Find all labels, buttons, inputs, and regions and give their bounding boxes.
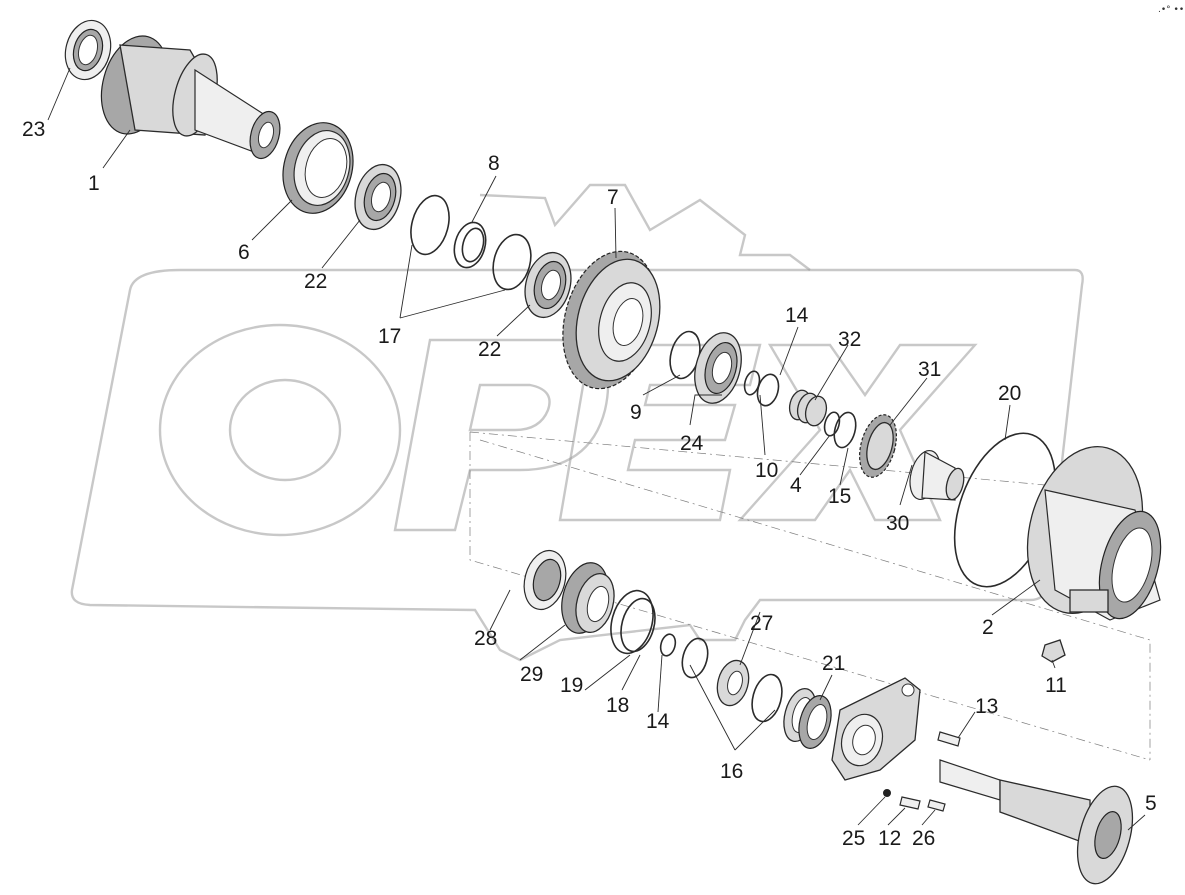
- label-12: 12: [878, 827, 901, 850]
- label-11: 11: [1045, 674, 1067, 697]
- part-13-bolt: [937, 731, 961, 747]
- label-27: 27: [750, 612, 773, 635]
- part-5-output-shaft: [939, 759, 1134, 885]
- label-21: 21: [822, 652, 845, 675]
- part-27-bearing: [716, 659, 750, 707]
- label-23: 23: [22, 118, 45, 141]
- part-24-bearing: [694, 332, 742, 404]
- label-31: 31: [918, 358, 941, 381]
- label-17: 17: [378, 325, 401, 348]
- part-4-ring: [823, 411, 841, 437]
- label-30: 30: [886, 512, 909, 535]
- part-12-bolt: [899, 796, 921, 810]
- label-13: 13: [975, 695, 998, 718]
- part-17-circlips: [410, 194, 532, 291]
- label-24: 24: [680, 432, 704, 455]
- part-22-bearing-lower: [524, 251, 572, 319]
- label-29: 29: [520, 663, 543, 686]
- part-6-ring: [282, 122, 354, 214]
- leader-lines: [47, 67, 1146, 831]
- part-25-plug: [883, 789, 891, 797]
- label-22-lower: 22: [478, 338, 501, 361]
- label-18: 18: [606, 694, 629, 717]
- label-20: 20: [998, 382, 1021, 405]
- label-19: 19: [560, 674, 583, 697]
- part-26-pin: [927, 799, 946, 812]
- label-9: 9: [630, 401, 642, 424]
- part-21-seals: [783, 687, 832, 749]
- label-6: 6: [238, 241, 250, 264]
- part-31-sprocket: [859, 414, 897, 478]
- label-15: 15: [828, 485, 851, 508]
- part-15-circlip: [833, 411, 857, 449]
- part-8-ring: [453, 221, 487, 269]
- part-labels: 23 1 6 22 17 8 22 7 9 24 10 14 32 4 15 3…: [22, 118, 1157, 850]
- label-22-upper: 22: [304, 270, 327, 293]
- part-10-rings: [743, 370, 780, 407]
- part-22-bearing-upper: [354, 163, 402, 231]
- part-7-gear: [562, 250, 661, 390]
- label-14-lower: 14: [646, 710, 670, 733]
- part-11-nut: [1041, 639, 1066, 663]
- opex-watermark: [70, 183, 1084, 662]
- corner-mark: .•° •••: [1158, 5, 1185, 15]
- bracket-part: [831, 677, 921, 781]
- part-19-ring: [610, 589, 654, 655]
- label-4: 4: [790, 474, 802, 497]
- part-23-seal: [64, 19, 112, 81]
- label-14-upper: 14: [785, 304, 809, 327]
- label-10: 10: [755, 459, 778, 482]
- part-1-gear-shaft: [100, 35, 281, 160]
- label-28: 28: [474, 627, 497, 650]
- part-29-seal-assembly: [561, 562, 615, 634]
- label-16: 16: [720, 760, 743, 783]
- label-1: 1: [88, 172, 100, 195]
- label-2: 2: [982, 616, 994, 639]
- part-2-housing: [1026, 446, 1162, 621]
- part-18-ring: [620, 597, 656, 653]
- part-30-sleeve: [909, 449, 965, 501]
- part-32-spring: [788, 389, 828, 427]
- part-16-circlips: [681, 637, 783, 723]
- label-7: 7: [607, 186, 619, 209]
- label-32: 32: [838, 328, 861, 351]
- part-14-ring-lower: [659, 633, 677, 657]
- part-28-seal: [523, 549, 567, 611]
- label-5: 5: [1145, 792, 1157, 815]
- label-25: 25: [842, 827, 865, 850]
- label-26: 26: [912, 827, 935, 850]
- label-8: 8: [488, 152, 500, 175]
